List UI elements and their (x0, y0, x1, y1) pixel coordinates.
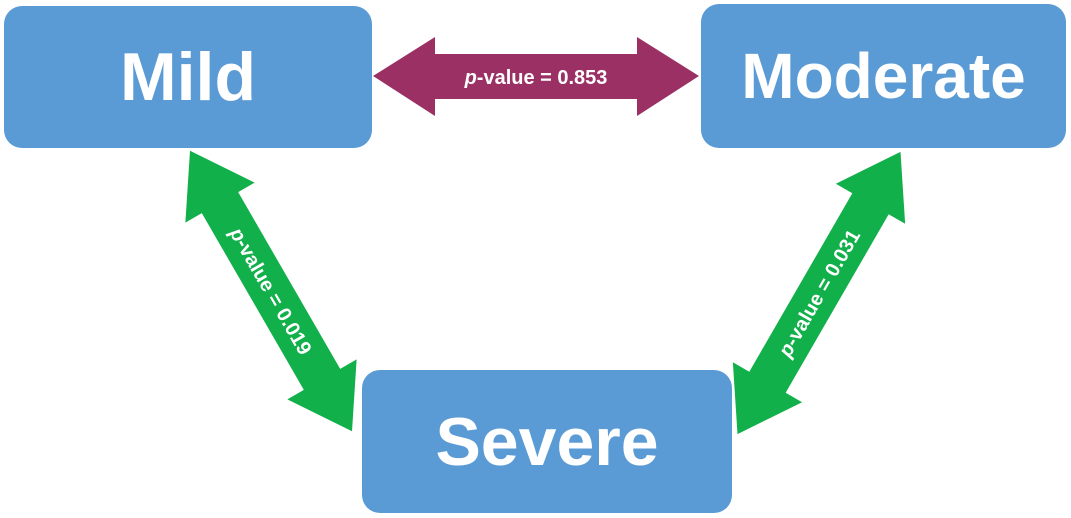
edge-mild-severe: p-value = 0.019 (185, 150, 357, 432)
node-severe: Severe (362, 370, 732, 513)
edge-label-mild-moderate: p-value = 0.853 (464, 67, 608, 89)
double-arrow-mild-severe (185, 150, 357, 432)
p-value-text: -value = 0.853 (477, 67, 608, 89)
node-label-moderate: Moderate (741, 40, 1026, 112)
edge-moderate-severe: p-value = 0.031 (732, 151, 906, 435)
edge-label-moderate-severe: p-value = 0.031 (774, 226, 865, 362)
node-label-mild: Mild (120, 39, 256, 115)
node-moderate: Moderate (701, 4, 1066, 148)
edge-mild-moderate: p-value = 0.853 (373, 37, 699, 116)
node-label-severe: Severe (435, 403, 659, 480)
double-arrow-mild-moderate (373, 37, 699, 116)
double-arrow-moderate-severe (732, 151, 906, 435)
p-italic: p (464, 67, 477, 89)
edge-label-mild-severe: p-value = 0.019 (224, 223, 315, 359)
node-mild: Mild (4, 6, 372, 148)
